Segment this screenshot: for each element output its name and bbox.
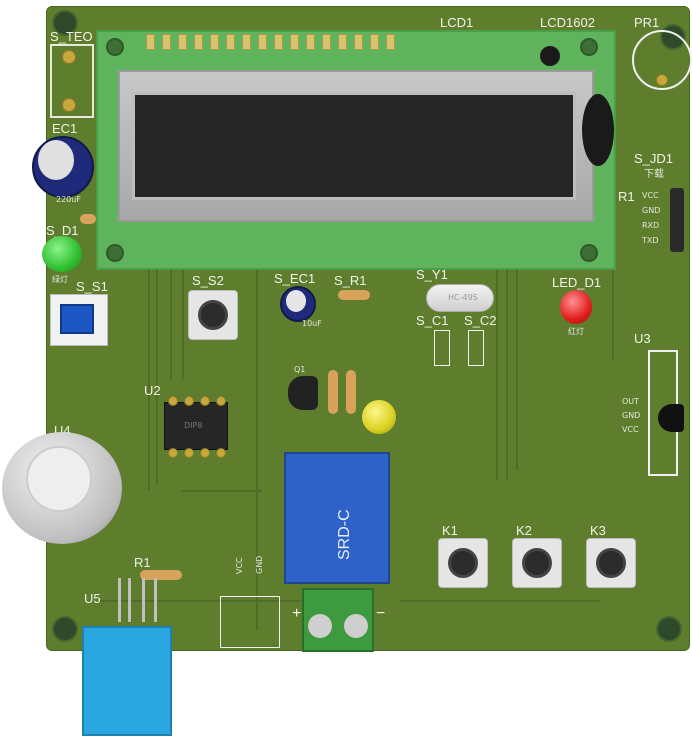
s-s2-label: S_S2 <box>192 273 224 288</box>
s-teo-pad <box>62 50 76 64</box>
s-jd1-label: S_JD1 <box>634 151 674 166</box>
s-c2-outline <box>468 330 484 366</box>
terminal-screw[interactable] <box>344 614 368 638</box>
crystal <box>426 284 494 312</box>
jd1-header[interactable] <box>670 188 684 252</box>
s-teo-label: S_TEO <box>50 29 93 44</box>
relay <box>284 452 390 584</box>
resistor <box>328 370 338 414</box>
s-d1-note: 绿灯 <box>52 275 68 284</box>
s-y1-label: S_Y1 <box>416 267 448 282</box>
transistor <box>288 376 318 410</box>
pr1-pad <box>656 74 668 86</box>
r1-right-label: R1 <box>618 189 635 204</box>
power-header-outline <box>220 596 280 648</box>
buzzer-top <box>26 446 92 512</box>
ec1-value: 220uF <box>56 195 81 204</box>
s-ec1-label: S_EC1 <box>274 271 316 286</box>
lcd-mount-hole <box>580 38 598 56</box>
led-d1-note: 红灯 <box>568 327 584 336</box>
s-s1-label: S_S1 <box>76 279 108 294</box>
dht-sensor <box>82 626 172 736</box>
s-c1-outline <box>434 330 450 366</box>
terminal-minus: − <box>376 605 386 622</box>
s-r1-resistor <box>338 290 370 300</box>
ec1-capacitor-top <box>38 140 74 180</box>
s-r1-label: S_R1 <box>334 273 367 288</box>
resistor <box>346 370 356 414</box>
s-jd1-sub: 下载 <box>644 169 664 180</box>
k2-button[interactable] <box>522 548 552 578</box>
u2-chip <box>164 402 228 450</box>
lcd-mount-hole <box>106 38 124 56</box>
yellow-led <box>362 400 396 434</box>
u2-chip-text: DIP8 <box>184 421 203 430</box>
r1-resistor <box>140 570 182 580</box>
relay-label: SRD-C <box>336 509 353 560</box>
jd1-pin-labels: VCC GND RXD TXD <box>642 191 661 245</box>
ec1-label: EC1 <box>52 121 78 136</box>
transistor-label: Q1 <box>294 365 306 374</box>
led-d1-label: LED_D1 <box>552 275 602 290</box>
lcd-screen <box>132 92 576 200</box>
lcd-contrast-pot <box>540 46 560 66</box>
s-c2-label: S_C2 <box>464 313 497 328</box>
lcd1-label: LCD1 <box>440 15 474 30</box>
pr1-label: PR1 <box>634 15 660 30</box>
s-s2-button[interactable] <box>198 300 228 330</box>
red-led <box>560 290 592 324</box>
lcd-model-label: LCD1602 <box>540 15 595 30</box>
k1-label: K1 <box>442 523 458 538</box>
u3-pin-vcc: VCC <box>622 425 639 434</box>
green-led <box>42 236 82 272</box>
crystal-text: HC-49S <box>448 293 478 302</box>
photoresistor-outline <box>632 30 692 90</box>
r1-label: R1 <box>134 555 151 570</box>
mounting-hole <box>656 616 682 642</box>
resistor <box>80 214 96 224</box>
k2-label: K2 <box>516 523 532 538</box>
mounting-hole <box>52 10 78 36</box>
k3-button[interactable] <box>596 548 626 578</box>
gnd-label: GND <box>255 555 264 574</box>
terminal-screw[interactable] <box>308 614 332 638</box>
s-ec1-value: 10uF <box>302 319 322 328</box>
k3-label: K3 <box>590 523 606 538</box>
s-teo-pad <box>62 98 76 112</box>
lcd-mount-hole <box>106 244 124 262</box>
u5-label: U5 <box>84 591 101 606</box>
terminal-plus: + <box>292 605 302 622</box>
u3-label: U3 <box>634 331 651 346</box>
lcd-mount-hole <box>580 244 598 262</box>
mounting-hole <box>52 616 78 642</box>
s-teo-outline <box>50 44 94 118</box>
vcc-label: VCC <box>235 557 244 574</box>
slide-switch-knob[interactable] <box>60 304 94 334</box>
u2-label: U2 <box>144 383 161 398</box>
s-d1-label: S_D1 <box>46 223 79 238</box>
k1-button[interactable] <box>448 548 478 578</box>
lcd-backlight-part <box>582 94 614 166</box>
s-c1-label: S_C1 <box>416 313 449 328</box>
u3-pin-out: OUT <box>622 397 640 406</box>
u3-pin-gnd: GND <box>622 411 641 420</box>
u3-sensor <box>658 404 684 432</box>
